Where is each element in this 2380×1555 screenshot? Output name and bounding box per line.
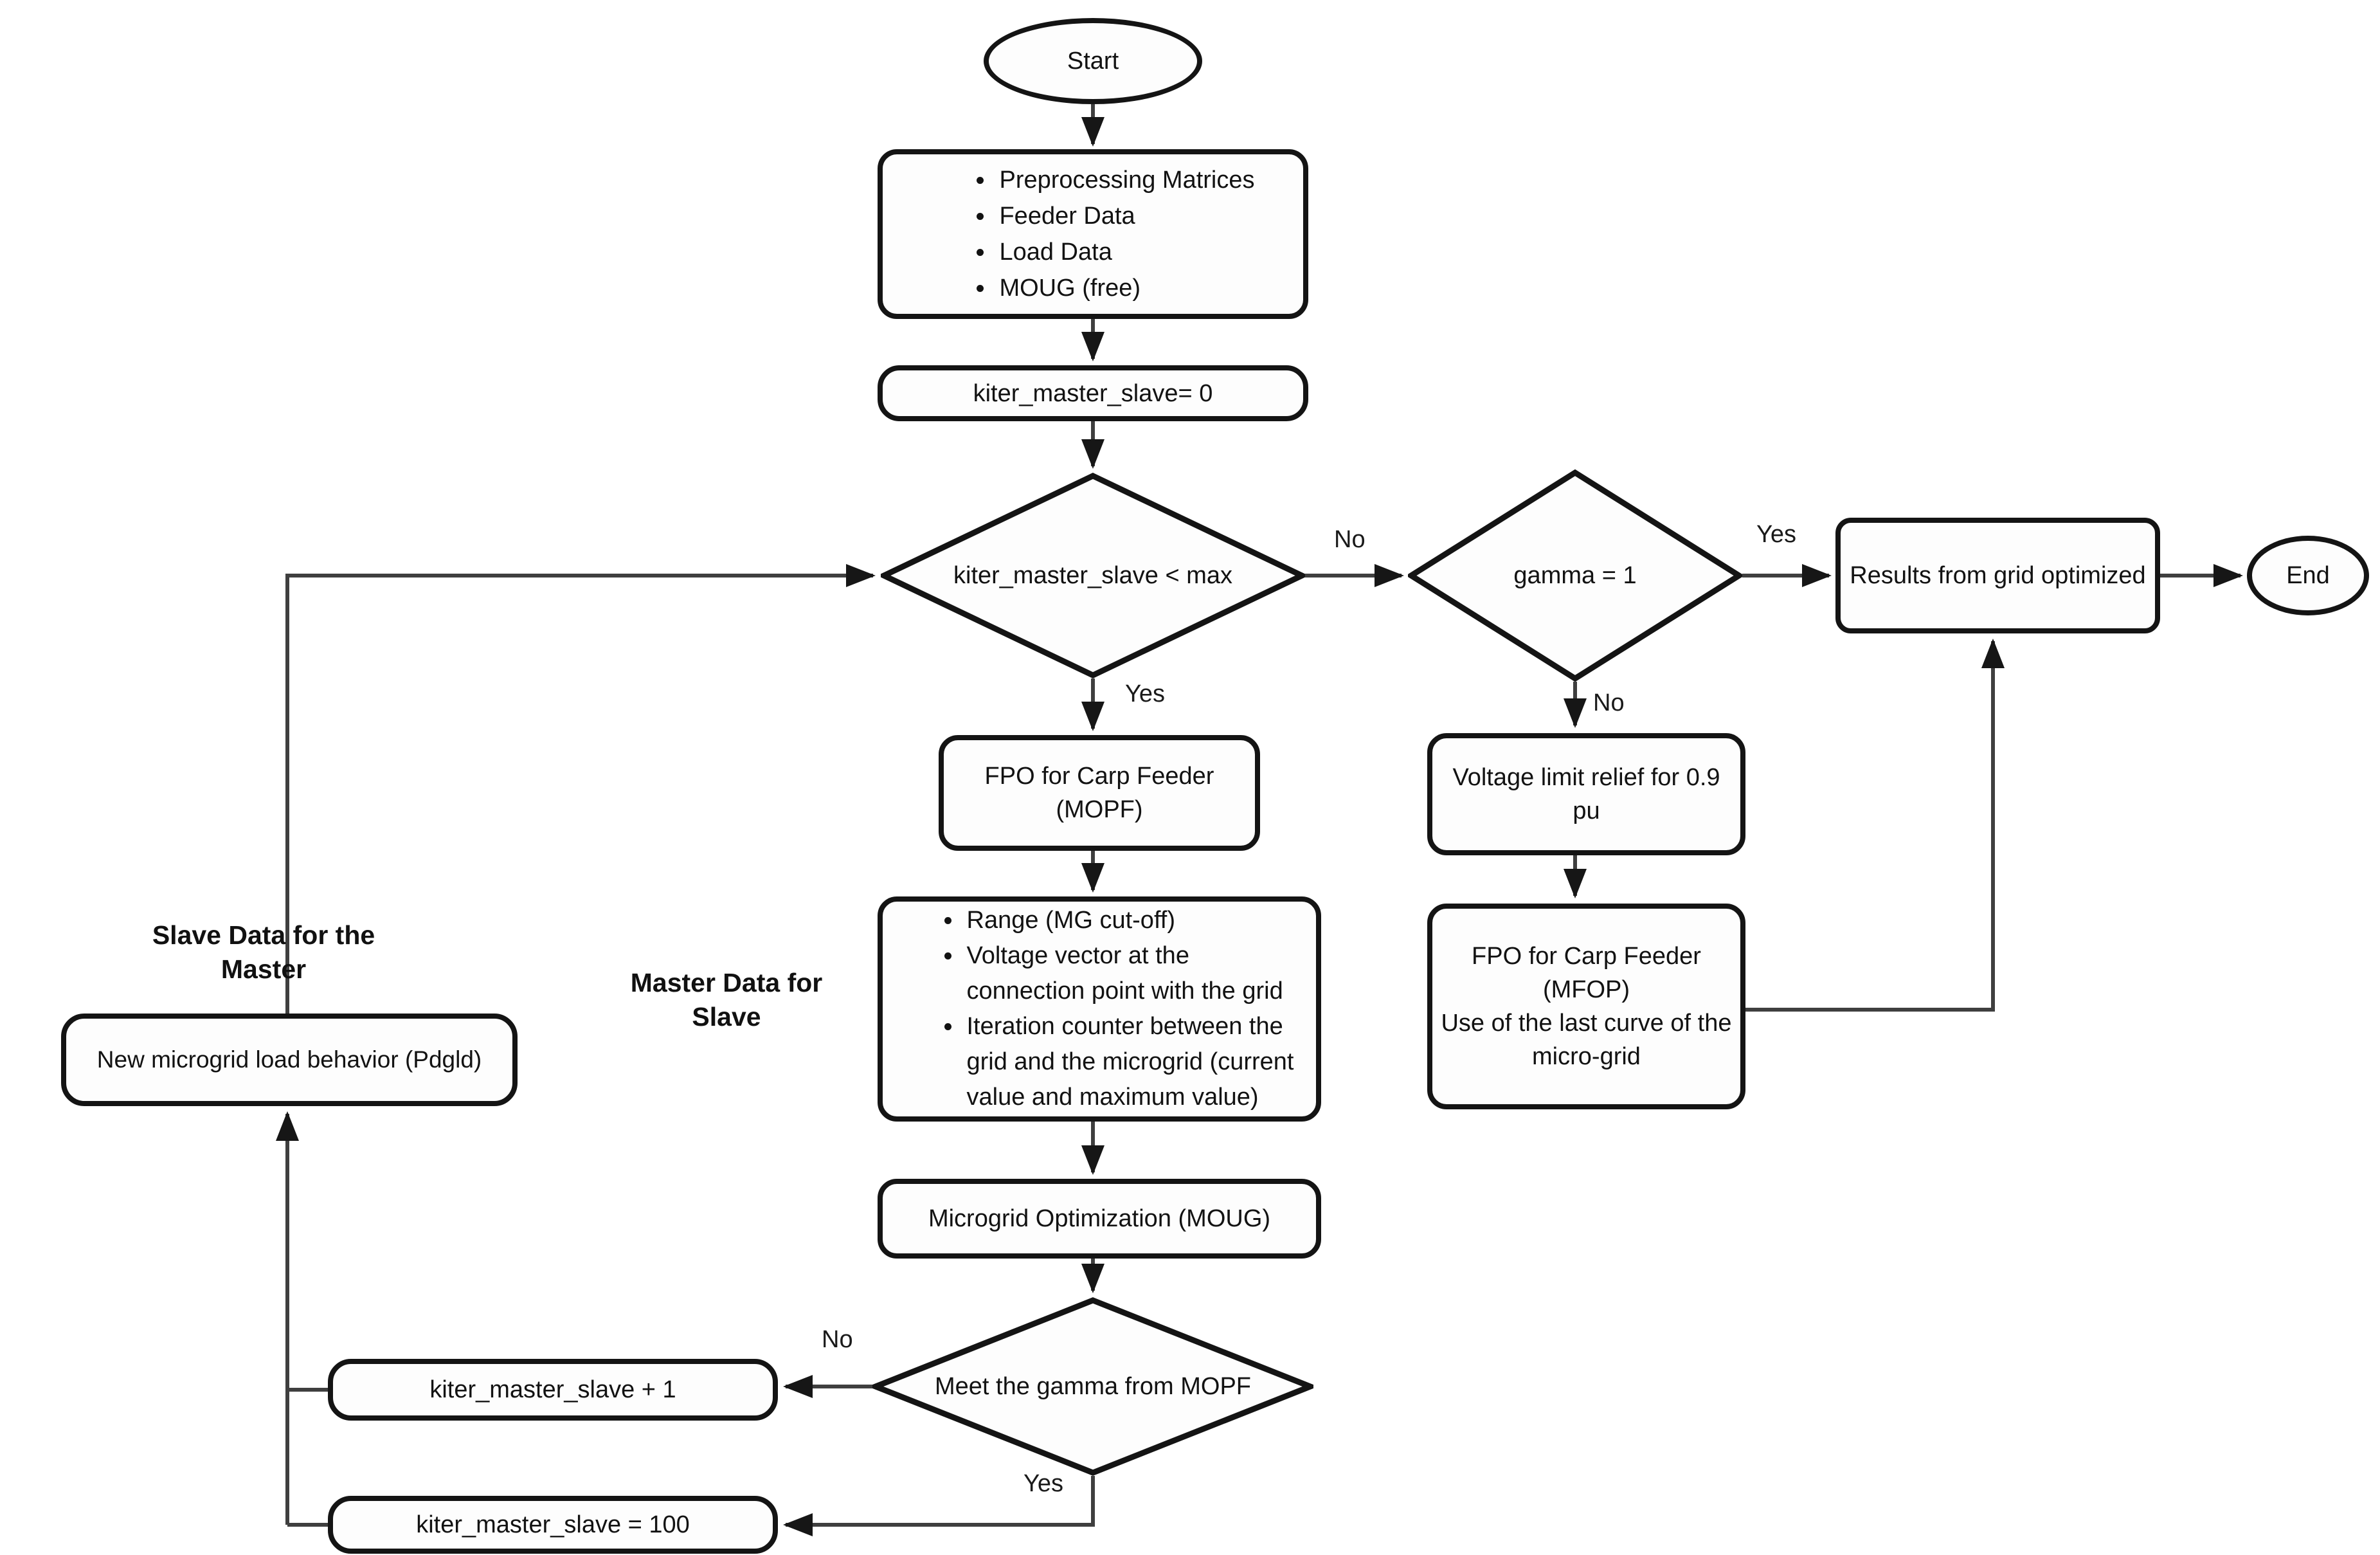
init-counter-label: kiter_master_slave= 0 [973, 379, 1213, 407]
master-data-line1: Master Data for [630, 968, 823, 997]
increment-counter-label: kiter_master_slave + 1 [429, 1376, 676, 1403]
list-item-line: grid and the microgrid (current [966, 1048, 1294, 1075]
gamma-meet-label: Meet the gamma from MOPF [934, 1372, 1251, 1400]
slave-data-line2: Master [221, 954, 307, 984]
diamond-shape [1408, 469, 1742, 682]
fpo-mfop-line3: Use of the last curve of the [1441, 1010, 1732, 1037]
gamma-meet-node: Meet the gamma from MOPF [872, 1297, 1313, 1476]
set-counter-label: kiter_master_slave = 100 [416, 1511, 690, 1538]
voltage-relief-label: Voltage limit relief for 0.9 pu [1452, 761, 1720, 828]
fpo-mopf-line1: FPO for Carp Feeder [984, 763, 1214, 790]
list-item: Voltage vector at the connection point w… [963, 938, 1294, 1009]
start-node: Start [984, 18, 1202, 104]
list-item: Iteration counter between the grid and t… [963, 1009, 1294, 1115]
iteration-check-node: kiter_master_slave < max [881, 473, 1305, 678]
list-item: Range (MG cut-off) [963, 903, 1294, 938]
master-data-node: Range (MG cut-off) Voltage vector at the… [878, 896, 1321, 1122]
fpo-mfop-node: FPO for Carp Feeder (MFOP) Use of the la… [1427, 904, 1745, 1109]
fpo-mfop-label: FPO for Carp Feeder (MFOP) Use of the la… [1441, 940, 1731, 1073]
results-label: Results from grid optimized [1850, 562, 2146, 589]
preprocessing-node: Preprocessing Matrices Feeder Data Load … [878, 149, 1308, 319]
edge-label-gamma-yes: Yes [1756, 521, 1796, 548]
preprocessing-list: Preprocessing Matrices Feeder Data Load … [918, 162, 1267, 306]
list-item: Load Data [995, 234, 1254, 270]
edge-label-iter-yes: Yes [1125, 680, 1165, 707]
master-data-list: Range (MG cut-off) Voltage vector at the… [892, 903, 1307, 1115]
results-node: Results from grid optimized [1835, 518, 2160, 633]
slave-data-line1: Slave Data for the [152, 920, 375, 950]
gamma-check-label: gamma = 1 [1513, 561, 1637, 589]
gamma-check-node: gamma = 1 [1408, 469, 1742, 682]
list-item-line: connection point with the grid [966, 978, 1283, 1005]
end-node: End [2247, 536, 2369, 615]
list-item: MOUG (free) [995, 270, 1254, 306]
list-item-line: Iteration counter between the [966, 1013, 1283, 1040]
end-label: End [2286, 561, 2330, 589]
edge-label-meet-yes: Yes [1023, 1470, 1063, 1497]
increment-counter-node: kiter_master_slave + 1 [328, 1359, 778, 1421]
voltage-relief-line1: Voltage limit relief for 0.9 [1452, 764, 1720, 791]
set-counter-node: kiter_master_slave = 100 [328, 1496, 778, 1554]
new-load-behavior-label: New microgrid load behavior (Pdgld) [96, 1046, 482, 1073]
list-item-line: value and maximum value) [966, 1084, 1259, 1111]
slave-data-annotation: Slave Data for the Master [26, 918, 501, 987]
voltage-relief-line2: pu [1573, 797, 1600, 824]
moug-node: Microgrid Optimization (MOUG) [878, 1179, 1321, 1259]
diamond-shape [881, 473, 1305, 678]
voltage-relief-node: Voltage limit relief for 0.9 pu [1427, 733, 1745, 855]
fpo-mopf-label: FPO for Carp Feeder (MOPF) [985, 759, 1214, 826]
new-load-behavior-node: New microgrid load behavior (Pdgld) [61, 1014, 518, 1106]
fpo-mfop-line1: FPO for Carp Feeder [1472, 943, 1701, 970]
diamond-shape [872, 1297, 1313, 1476]
edge-label-gamma-no: No [1593, 689, 1625, 716]
fpo-mfop-line4: micro-grid [1532, 1043, 1641, 1070]
moug-label: Microgrid Optimization (MOUG) [928, 1205, 1271, 1232]
master-data-annotation: Master Data for Slave [598, 966, 855, 1034]
edge-label-meet-no: No [822, 1326, 853, 1353]
list-item: Feeder Data [995, 198, 1254, 234]
master-data-line2: Slave [692, 1002, 761, 1032]
edge-label-iter-no: No [1334, 526, 1366, 553]
iteration-check-label: kiter_master_slave < max [953, 561, 1232, 589]
fpo-mopf-line2: (MOPF) [1056, 796, 1143, 823]
list-item-line: Voltage vector at the [966, 942, 1189, 969]
fpo-mfop-line2: (MFOP) [1542, 976, 1630, 1003]
fpo-mopf-node: FPO for Carp Feeder (MOPF) [939, 735, 1260, 851]
start-label: Start [1067, 47, 1119, 75]
init-counter-node: kiter_master_slave= 0 [878, 365, 1308, 421]
list-item: Preprocessing Matrices [995, 162, 1254, 198]
